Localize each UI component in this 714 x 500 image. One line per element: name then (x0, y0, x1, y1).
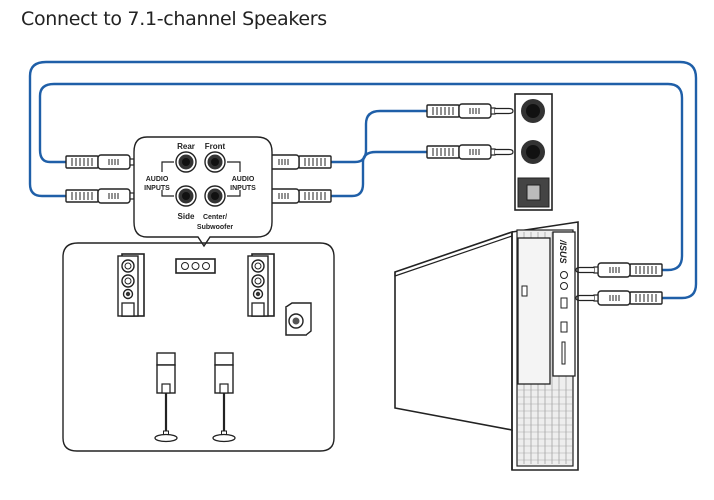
rear-jack (175, 151, 197, 173)
front-label: Front (205, 142, 226, 151)
mic-jack-icon (560, 282, 568, 290)
cable-inner-loop (38, 82, 684, 272)
surround-right-speaker (211, 351, 237, 443)
front-right-speaker (247, 253, 275, 317)
cable-front-lower (331, 150, 427, 198)
surround-left-speaker (153, 351, 179, 443)
pc-tower: /ISUS (394, 221, 579, 471)
front-left-speaker (117, 253, 145, 317)
speaker-input-panel: Rear Front Side Center/ Subwoofer AUDIO … (133, 136, 273, 248)
page-title: Connect to 7.1-channel Speakers (21, 8, 327, 30)
io-plug-upper (426, 103, 514, 119)
side-jack (175, 185, 197, 207)
audio-inputs-right-line1: AUDIO (232, 176, 255, 183)
usb-port-icon (560, 321, 568, 333)
io-plug-lower (426, 144, 514, 160)
speaker-layout-box (62, 242, 335, 452)
optical-port-icon (526, 184, 541, 201)
usb-port-icon (560, 297, 568, 309)
asus-logo: /ISUS (558, 239, 568, 264)
cable-front-upper (331, 109, 427, 164)
side-label: Side (178, 212, 195, 221)
audio-inputs-right-line2: INPUTS (230, 185, 256, 192)
card-reader-slot-icon (561, 341, 566, 365)
subwoofer (285, 302, 312, 336)
center-label: Center/ (203, 214, 227, 221)
headphone-jack-icon (560, 271, 568, 279)
cable-outer-loop (28, 60, 698, 300)
rear-label: Rear (177, 142, 195, 151)
subwoofer-label: Subwoofer (197, 224, 233, 231)
pc-rear-audio-panel (514, 93, 553, 211)
audio-inputs-left-line1: AUDIO (146, 176, 169, 183)
pc-plug-upper (575, 262, 663, 278)
audio-cables (28, 60, 698, 300)
center-speaker (175, 258, 216, 274)
pc-plug-lower (575, 290, 663, 306)
audio-inputs-left-line2: INPUTS (144, 185, 170, 192)
center-subwoofer-jack (204, 185, 226, 207)
front-jack (204, 151, 226, 173)
